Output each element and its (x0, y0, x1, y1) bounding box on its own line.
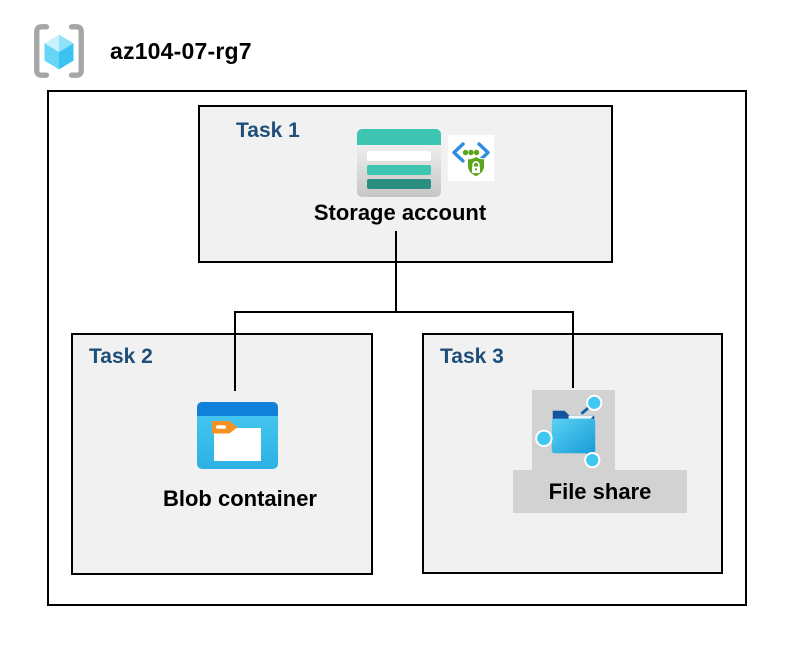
file-share-icon (535, 394, 603, 469)
connector-to-file-share (572, 312, 574, 388)
storage-account-label: Storage account (313, 200, 487, 225)
connector-storage-stem (395, 231, 397, 312)
file-share-label: File share (548, 479, 652, 504)
task-3-label: Task 3 (440, 345, 504, 368)
blob-container-icon (197, 402, 278, 469)
task-2-box: Task 2 Blob container (71, 333, 373, 575)
task-1-box: Task 1 Storage account (198, 105, 613, 263)
resource-group-icon (34, 24, 84, 78)
connector-branch (234, 311, 574, 313)
file-share-icon-block (532, 390, 615, 470)
file-share-label-block: File share (513, 470, 687, 513)
resource-group-name: az104-07-rg7 (110, 37, 252, 64)
connector-to-blob-container (234, 312, 236, 391)
task-2-label: Task 2 (89, 345, 153, 368)
blob-container-label: Blob container (162, 486, 317, 511)
shared-access-signature-icon (448, 135, 494, 181)
task-1-label: Task 1 (236, 119, 300, 142)
resource-group-header: az104-07-rg7 (30, 20, 252, 82)
storage-account-icon (357, 129, 441, 197)
